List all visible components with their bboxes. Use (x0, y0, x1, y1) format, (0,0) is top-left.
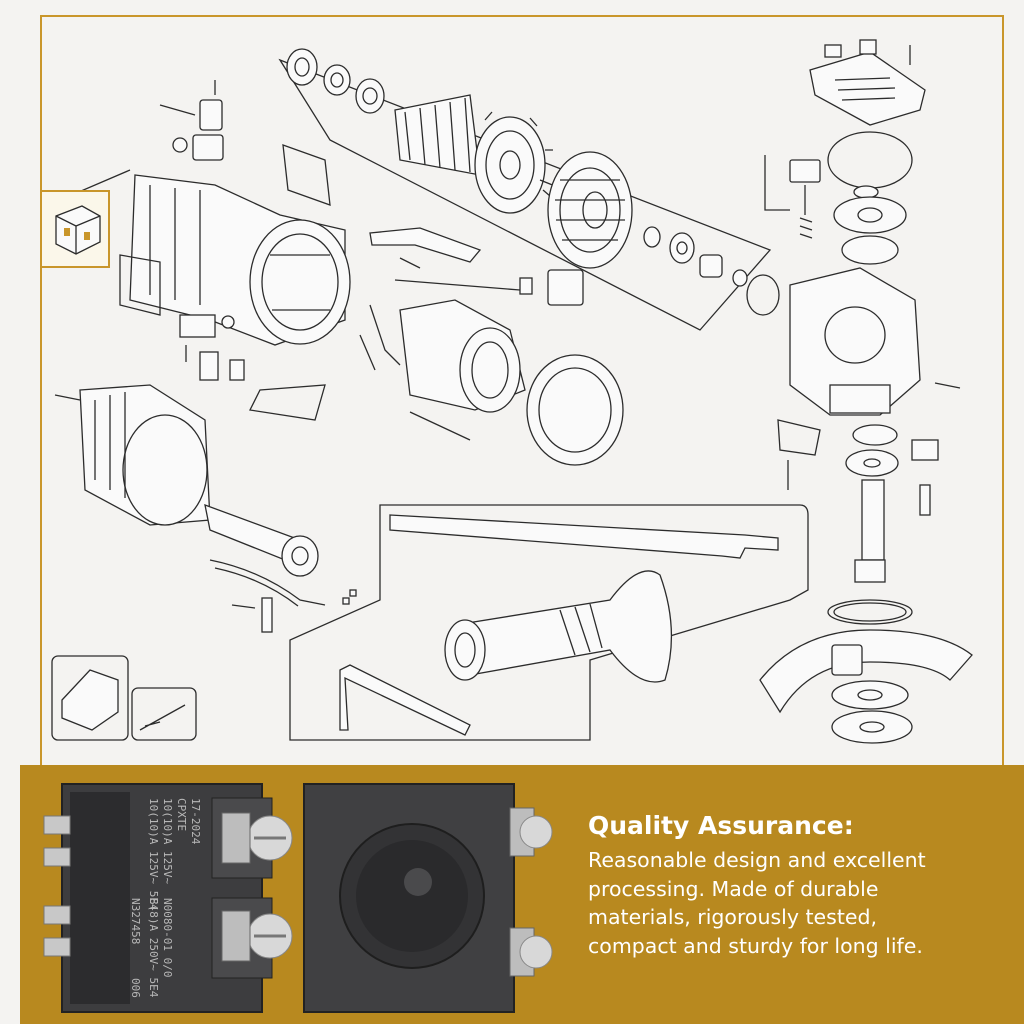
exploded-parts-diagram (51, 39, 973, 744)
wheel-guard (759, 629, 973, 744)
switch-screw-terminals (211, 797, 293, 979)
carbon-brush-parts (159, 80, 245, 381)
insulation-sheet-left (119, 254, 161, 316)
brush-holder-ring (526, 354, 624, 466)
switch-front-photo: 17-2024 CPXTE 10(10)A 125V~ 10(10)A 125V… (43, 783, 293, 1013)
armature-rotor (394, 94, 561, 214)
cooling-fan (547, 151, 633, 269)
stator-coil (359, 299, 526, 413)
accessory-outline (289, 504, 809, 741)
switch-label-line1: 17-2024 (189, 798, 202, 845)
switch-lever-assembly (369, 227, 584, 306)
washer-set (286, 48, 385, 114)
back-screw-terminals (509, 807, 553, 977)
spindle-assembly (777, 419, 939, 625)
quality-assurance-block: Quality Assurance: Reasonable design and… (588, 808, 1008, 960)
bearing-washers (643, 226, 780, 316)
insulation-sheet-lower (249, 384, 326, 421)
guide-line-right (764, 155, 790, 211)
rear-housing (54, 384, 211, 526)
diagram-frame (40, 15, 1004, 775)
gear-housing (789, 267, 961, 416)
switch-cover-thumbnails (51, 655, 197, 741)
switch-label-line3: 10(10)A 125V~ (161, 798, 174, 884)
switch-label-line7: N327458 (129, 898, 142, 944)
switch-label-line2: CPXTE (175, 798, 188, 831)
accessory-tools (339, 514, 779, 736)
switch-label-line8: 006 (129, 978, 142, 998)
switch-back-photo (303, 783, 553, 1013)
switch-label-line4: 10(10)A 125V~ 5E4 (147, 798, 160, 911)
power-cable (204, 503, 357, 633)
switch-label-line5: N0080-01 0/0 (161, 898, 174, 977)
insulation-sheet (282, 144, 331, 206)
motor-housing (129, 174, 351, 346)
switch-terminals-left (43, 815, 71, 957)
qa-title: Quality Assurance: (588, 811, 854, 840)
housing-screw (409, 411, 471, 441)
gear-cover-plate (789, 39, 926, 265)
qa-description: Reasonable design and excellent processi… (588, 848, 926, 958)
switch-label-line6: 8(8)A 250V~ 5E4 (147, 898, 160, 998)
highlighted-switch-part (40, 190, 110, 268)
